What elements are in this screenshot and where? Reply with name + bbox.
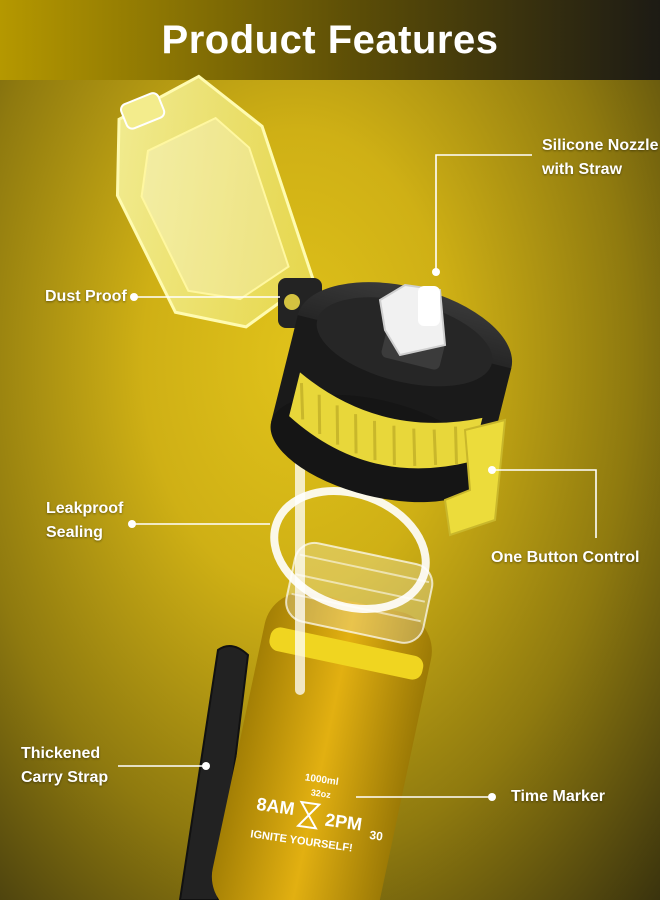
flip-cover — [115, 74, 315, 329]
feature-strap-line1: Thickened — [21, 745, 101, 762]
leak-callout-dot — [128, 520, 136, 528]
feature-marker-line1: Time Marker — [511, 788, 605, 805]
feature-silicone-nozzle: Silicone Nozzle with Straw — [542, 134, 658, 182]
button-callout-dot — [488, 466, 496, 474]
lid — [270, 282, 513, 503]
feature-leak-line2: Sealing — [46, 524, 103, 541]
feature-leak-line1: Leakproof — [46, 500, 124, 517]
feature-dust-proof: Dust Proof — [45, 285, 127, 309]
capacity-oz: 32oz — [310, 787, 332, 800]
dust-callout-dot — [130, 293, 138, 301]
feature-nozzle-line2: with Straw — [542, 161, 623, 178]
silicone-nozzle — [378, 283, 447, 357]
button-control — [443, 418, 507, 537]
button-callout-line — [492, 469, 597, 538]
hourglass-icon — [295, 800, 322, 830]
feature-strap-line2: Carry Strap — [21, 769, 109, 786]
marker-callout-dot — [488, 793, 496, 801]
bottle-body — [211, 541, 434, 900]
feature-time-marker: Time Marker — [511, 785, 605, 809]
feature-carry-strap: Thickened Carry Strap — [21, 742, 108, 790]
feature-button-line1: One Button Control — [491, 549, 640, 566]
feature-nozzle-line1: Silicone Nozzle — [542, 137, 659, 154]
time-mark-3: 30 — [369, 828, 384, 844]
nozzle-callout-dot — [432, 268, 440, 276]
page-title: Product Features — [161, 17, 499, 62]
feature-one-button-control: One Button Control — [491, 546, 639, 570]
seal-ring — [270, 487, 430, 613]
capacity-ml: 1000ml — [304, 772, 339, 788]
strap-callout-dot — [202, 762, 210, 770]
header-banner: Product Features — [0, 0, 660, 80]
feature-leakproof-sealing: Leakproof Sealing — [46, 497, 123, 545]
nozzle-callout-line — [435, 154, 532, 272]
feature-dust-line1: Dust Proof — [45, 288, 127, 305]
